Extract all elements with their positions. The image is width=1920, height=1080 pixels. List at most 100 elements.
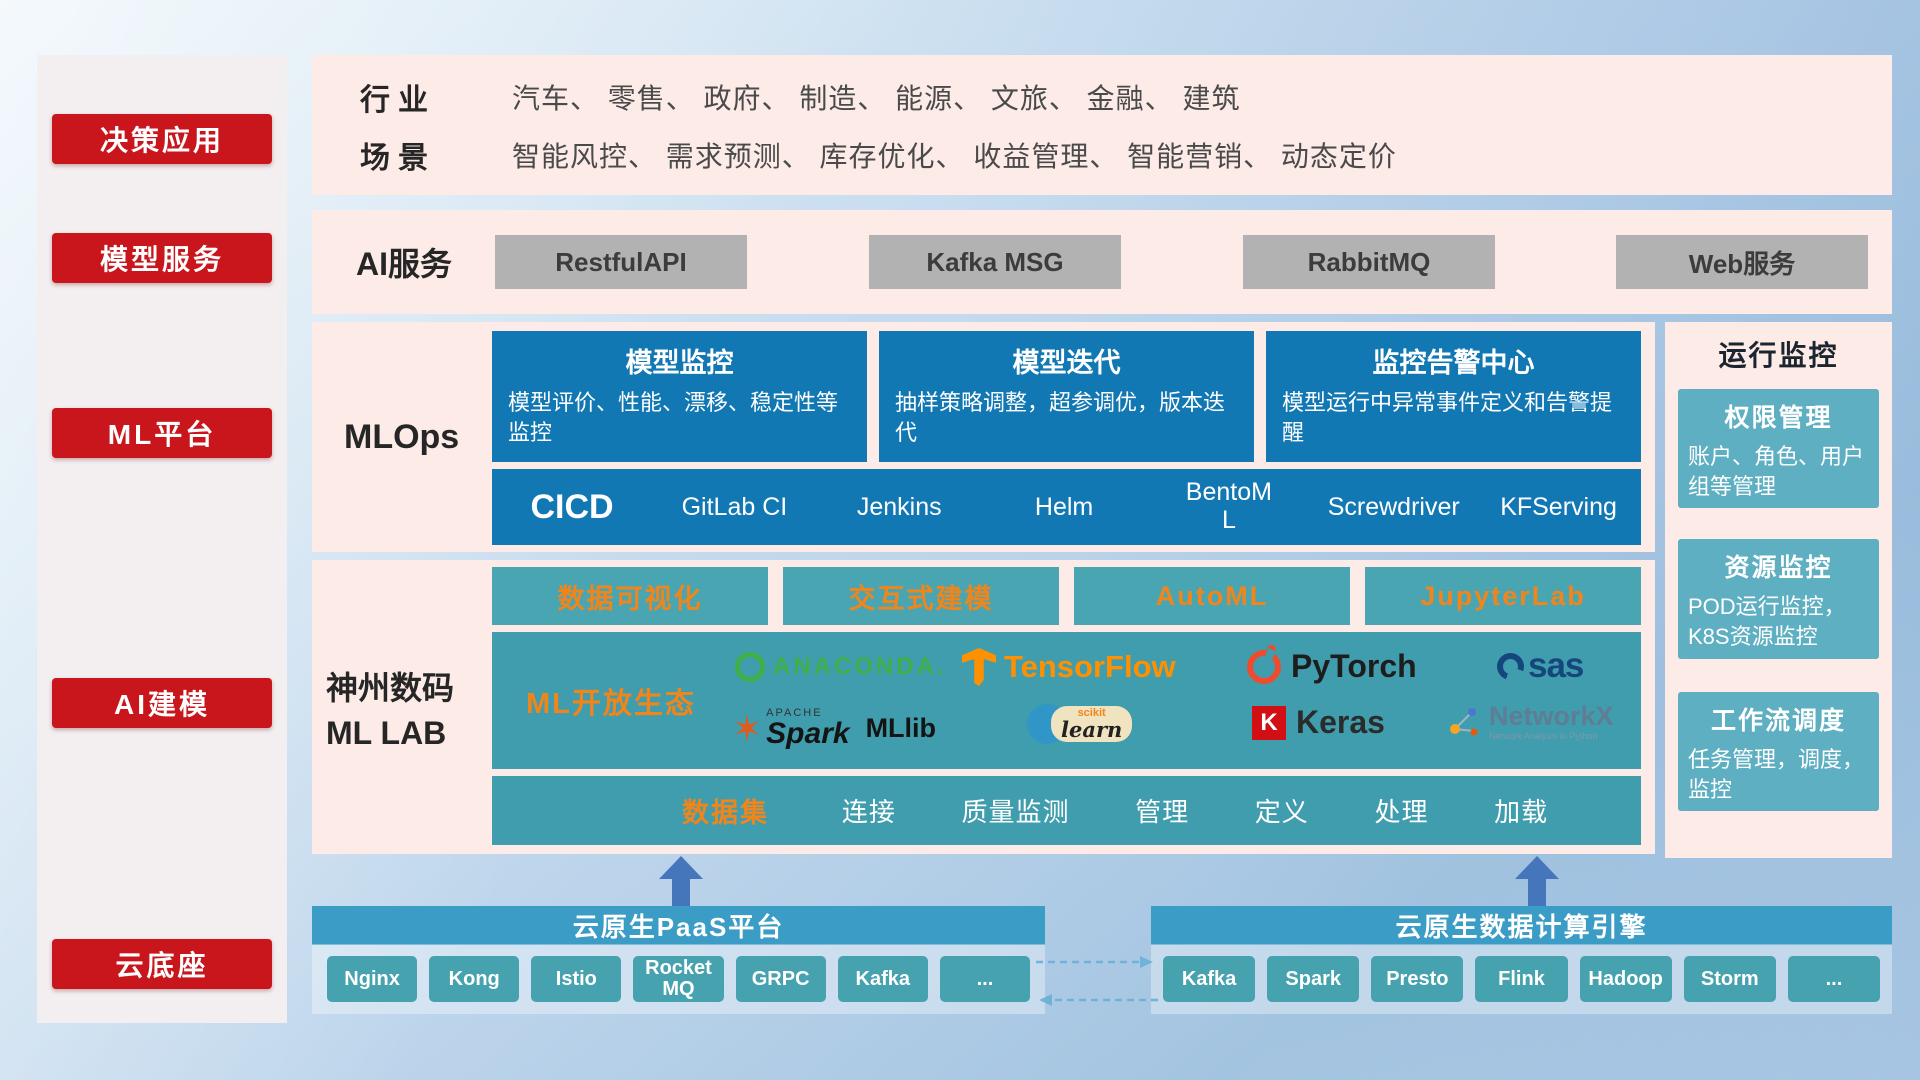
helm-item[interactable]: Helm — [1034, 492, 1094, 521]
istio-chip[interactable]: Istio — [531, 956, 622, 1002]
layer-sidebar: 决策应用 模型服务 ML平台 AI建模 云底座 — [37, 55, 287, 1023]
resource-monitor-card: 资源监控 POD运行监控，K8S资源监控 — [1678, 539, 1879, 659]
data-exchange-arrows — [1036, 956, 1158, 1006]
card-title: 资源监控 — [1724, 554, 1833, 582]
restfulapi-button[interactable]: RestfulAPI — [495, 235, 747, 289]
ml-lab-label: 神州数码 ML LAB — [326, 560, 490, 854]
dataset-bar: 数据集 连接 质量监测 管理 定义 处理 加载 — [492, 776, 1641, 845]
industry-values: 汽车、 零售、 政府、 制造、 能源、 文旅、 金融、 建筑 — [512, 83, 1241, 114]
scikit-learn-wordmark: scikit learn — [1051, 706, 1133, 742]
ml-lab-label-line1: 神州数码 — [326, 669, 455, 706]
pytorch-logo: PyTorch — [1247, 644, 1417, 685]
dataset-items: 连接 质量监测 管理 定义 处理 加载 — [769, 792, 1641, 829]
sidebar-item-ml-platform[interactable]: ML平台 — [52, 408, 272, 458]
anaconda-icon — [735, 652, 765, 682]
sidebar-item-decision-apps[interactable]: 决策应用 — [52, 114, 272, 164]
networkx-icon — [1450, 707, 1478, 736]
spark-wordmark: APACHE Spark — [766, 707, 850, 750]
keras-wordmark: Keras — [1296, 704, 1385, 740]
industry-row: 行业 汽车、 零售、 政府、 制造、 能源、 文旅、 金融、 建筑 — [360, 69, 1240, 125]
more-chip[interactable]: ... — [939, 956, 1030, 1002]
card-desc: 账户、角色、用户组等管理 — [1688, 444, 1865, 499]
anaconda-logo: ANACONDA. — [735, 652, 947, 682]
kafka-chip[interactable]: Kafka — [837, 956, 928, 1002]
jupyterlab-chip[interactable]: JupyterLab — [1365, 567, 1641, 625]
card-desc: POD运行监控，K8S资源监控 — [1688, 594, 1846, 649]
engine-components-row: Kafka Spark Presto Flink Hadoop Storm ..… — [1151, 944, 1892, 1014]
sidebar-item-ai-modeling[interactable]: AI建模 — [52, 678, 272, 728]
more-engine-chip[interactable]: ... — [1787, 956, 1880, 1002]
grpc-chip[interactable]: GRPC — [735, 956, 826, 1002]
ml-ecosystem-label: ML开放生态 — [526, 687, 696, 720]
networkx-logo: NetworkX Network Analysis in Python — [1447, 701, 1614, 742]
pytorch-wordmark: PyTorch — [1291, 648, 1417, 684]
dataset-quality: 质量监测 — [961, 797, 1070, 827]
ml-lab-panel: 神州数码 ML LAB 数据可视化 交互式建模 AutoML JupyterLa… — [312, 560, 1655, 854]
ai-service-panel: AI服务 RestfulAPI Kafka MSG RabbitMQ Web服务 — [312, 210, 1892, 314]
kfserving-item[interactable]: KFServing — [1500, 492, 1617, 521]
permission-mgmt-card: 权限管理 账户、角色、用户组等管理 — [1678, 389, 1879, 508]
ml-lab-label-line2: ML LAB — [326, 714, 447, 751]
card-desc: 抽样策略调整，超参调优，版本迭代 — [895, 390, 1226, 445]
screwdriver-item[interactable]: Screwdriver — [1327, 492, 1460, 521]
card-title: 监控告警中心 — [1372, 348, 1535, 378]
automl-chip[interactable]: AutoML — [1074, 567, 1350, 625]
keras-icon: K — [1252, 705, 1286, 740]
kong-chip[interactable]: Kong — [429, 956, 520, 1002]
ml-lab-tools: 数据可视化 交互式建模 AutoML JupyterLab — [492, 567, 1641, 625]
dataset-manage: 管理 — [1135, 797, 1190, 827]
dataset-label: 数据集 — [682, 798, 769, 828]
card-title: 模型监控 — [625, 348, 734, 378]
scenario-label: 场景 — [360, 142, 436, 175]
jenkins-item[interactable]: Jenkins — [856, 492, 942, 521]
model-iteration-card: 模型迭代 抽样策略调整，超参调优，版本迭代 — [879, 331, 1254, 462]
networkx-wordmark: NetworkX Network Analysis in Python — [1489, 701, 1614, 741]
ml-open-ecosystem-area: ML开放生态 ANACONDA. TensorFlow PyTorch sas … — [492, 632, 1641, 769]
kafka-msg-button[interactable]: Kafka MSG — [869, 235, 1121, 289]
rocketmq-chip[interactable]: RocketMQ — [633, 956, 724, 1002]
card-desc: 任务管理，调度，监控 — [1688, 747, 1865, 802]
scenario-row: 场景 智能风控、 需求预测、 库存优化、 收益管理、 智能营销、 动态定价 — [360, 127, 1397, 183]
mlops-label: MLOps — [344, 417, 460, 456]
alert-center-card: 监控告警中心 模型运行中异常事件定义和告警提醒 — [1266, 331, 1641, 462]
runtime-monitor-panel: 运行监控 权限管理 账户、角色、用户组等管理 资源监控 POD运行监控，K8S资… — [1665, 322, 1892, 858]
storm-chip[interactable]: Storm — [1683, 956, 1776, 1002]
flink-chip[interactable]: Flink — [1475, 956, 1568, 1002]
scikit-learn-logo: scikit learn — [1027, 704, 1133, 744]
spark-chip[interactable]: Spark — [1267, 956, 1360, 1002]
rabbitmq-button[interactable]: RabbitMQ — [1243, 235, 1495, 289]
sidebar-item-cloud-base[interactable]: 云底座 — [52, 939, 272, 989]
kafka-engine-chip[interactable]: Kafka — [1163, 956, 1256, 1002]
bentoml-item[interactable]: BentoML — [1185, 478, 1272, 534]
ai-service-label: AI服务 — [356, 246, 453, 282]
up-arrow-paas — [659, 856, 703, 906]
gitlab-ci-item[interactable]: GitLab CI — [681, 492, 788, 521]
card-title: 工作流调度 — [1710, 707, 1846, 735]
sidebar-item-model-service[interactable]: 模型服务 — [52, 233, 272, 283]
spark-icon: ✶ — [732, 707, 763, 749]
spark-mllib-logo: ✶ APACHE Spark MLlib — [732, 708, 936, 749]
interactive-modeling-chip[interactable]: 交互式建模 — [783, 567, 1059, 625]
data-visualization-chip[interactable]: 数据可视化 — [492, 567, 768, 625]
nginx-chip[interactable]: Nginx — [327, 956, 418, 1002]
model-monitoring-card: 模型监控 模型评价、性能、漂移、稳定性等监控 — [492, 331, 867, 462]
card-title: 权限管理 — [1724, 404, 1833, 432]
cicd-label: CICD — [530, 487, 614, 526]
web-service-button[interactable]: Web服务 — [1616, 235, 1868, 289]
up-arrow-engine — [1515, 856, 1559, 906]
dataset-process: 处理 — [1374, 797, 1429, 827]
runtime-monitor-title: 运行监控 — [1718, 340, 1839, 371]
presto-chip[interactable]: Presto — [1371, 956, 1464, 1002]
mlops-panel: MLOps 模型监控 模型评价、性能、漂移、稳定性等监控 模型迭代 抽样策略调整… — [312, 322, 1655, 552]
card-title: 模型迭代 — [1012, 348, 1121, 378]
scenario-values: 智能风控、 需求预测、 库存优化、 收益管理、 智能营销、 动态定价 — [512, 141, 1397, 172]
hadoop-chip[interactable]: Hadoop — [1579, 956, 1672, 1002]
anaconda-wordmark: ANACONDA. — [773, 653, 947, 680]
dataset-connect: 连接 — [841, 797, 896, 827]
sas-icon — [1497, 652, 1524, 680]
card-desc: 模型评价、性能、漂移、稳定性等监控 — [508, 390, 839, 445]
sas-wordmark: sas — [1528, 646, 1584, 685]
pytorch-icon — [1247, 644, 1281, 684]
tensorflow-icon — [962, 648, 996, 686]
